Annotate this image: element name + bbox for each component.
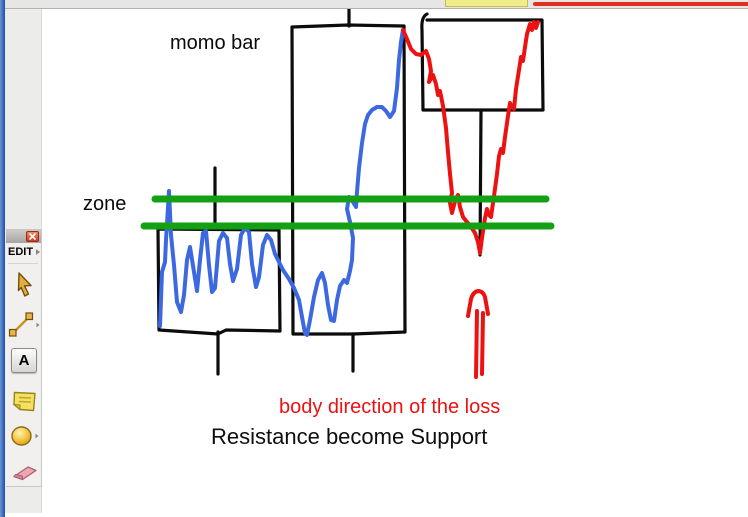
top-bar-red-strip bbox=[533, 2, 748, 6]
annotation-body-direction[interactable]: body direction of the loss bbox=[279, 396, 501, 418]
left-candle-box bbox=[156, 227, 282, 336]
edit-toolbar-panel: EDIT A bbox=[6, 229, 42, 487]
window-left-edge-strip bbox=[0, 0, 5, 517]
edit-menu-label: EDIT bbox=[8, 246, 34, 258]
top-bar-yellow-button[interactable] bbox=[445, 0, 528, 7]
edit-toolbar-titlebar[interactable] bbox=[6, 230, 41, 243]
red-price-path bbox=[401, 20, 540, 255]
line-tool-icon bbox=[8, 312, 34, 337]
zone-lines bbox=[140, 195, 555, 230]
annotation-resistance-support[interactable]: Resistance become Support bbox=[211, 424, 488, 449]
sticky-note-tool-button[interactable] bbox=[6, 388, 42, 414]
red-up-arrow-shaft-right bbox=[480, 311, 485, 376]
red-up-arrow bbox=[466, 289, 490, 379]
red-up-arrow-head bbox=[466, 289, 490, 318]
close-button[interactable] bbox=[26, 231, 39, 242]
close-icon bbox=[29, 233, 36, 240]
window-top-bar bbox=[0, 0, 748, 9]
ellipse-tool-button[interactable] bbox=[6, 423, 42, 449]
edit-menu[interactable]: EDIT bbox=[8, 246, 41, 258]
blue-price-path bbox=[158, 28, 405, 337]
right-candle-bottom-wick bbox=[478, 109, 483, 257]
text-tool-icon: A bbox=[11, 347, 37, 373]
text-tool-button[interactable]: A bbox=[6, 346, 42, 374]
middle-candle-box bbox=[290, 23, 407, 336]
sticky-note-icon bbox=[11, 391, 36, 411]
annotation-zone[interactable]: zone bbox=[83, 193, 127, 215]
right-candle-box bbox=[420, 12, 545, 112]
ellipse-tool-icon bbox=[10, 426, 32, 446]
line-tool-button[interactable] bbox=[6, 310, 42, 339]
flyout-arrow-icon bbox=[34, 433, 39, 439]
select-arrow-tool-button[interactable] bbox=[6, 270, 42, 300]
red-up-arrow-shaft-left bbox=[474, 309, 479, 379]
select-arrow-icon bbox=[17, 272, 32, 297]
toolbar-divider bbox=[8, 263, 38, 264]
annotation-momo-bar[interactable]: momo bar bbox=[170, 32, 261, 54]
flyout-arrow-icon bbox=[36, 322, 40, 327]
eraser-icon bbox=[12, 465, 37, 480]
flyout-arrow-icon bbox=[36, 249, 41, 255]
candle-boxes bbox=[156, 7, 545, 376]
eraser-tool-button[interactable] bbox=[6, 460, 42, 484]
